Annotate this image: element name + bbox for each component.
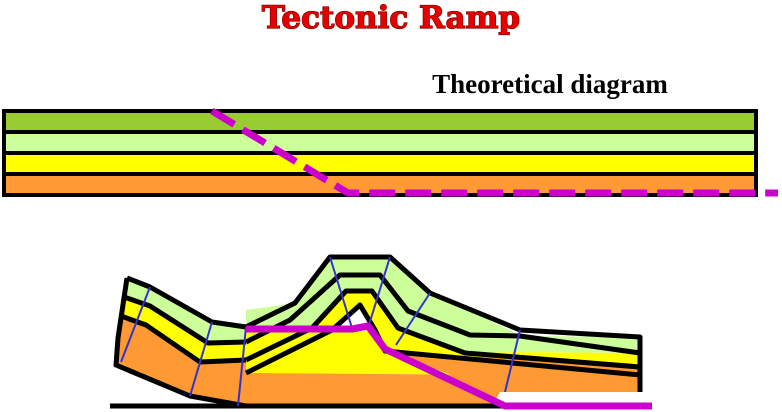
page-title: Tectonic Ramp bbox=[262, 0, 520, 36]
fault-trace bbox=[246, 322, 652, 410]
anticline-light-green-top bbox=[246, 257, 520, 336]
undeformed-layers bbox=[2, 108, 778, 197]
diagram-subtitle: Theoretical diagram bbox=[432, 69, 668, 99]
left-panel-orange bbox=[116, 316, 246, 406]
pin-lines bbox=[120, 256, 521, 407]
layer-dark-green bbox=[4, 111, 756, 132]
layer-light-green bbox=[4, 132, 756, 153]
anticline-yellow-core bbox=[246, 291, 640, 367]
left-panel-light-green bbox=[124, 278, 246, 343]
anticline-yellow bbox=[246, 275, 520, 353]
planned-fault-trace bbox=[210, 108, 778, 197]
layer-yellow bbox=[4, 153, 756, 174]
deformed-ramp-structure bbox=[110, 254, 652, 410]
footwall-orange-ramp bbox=[385, 351, 640, 392]
layer-boundaries bbox=[2, 109, 758, 197]
